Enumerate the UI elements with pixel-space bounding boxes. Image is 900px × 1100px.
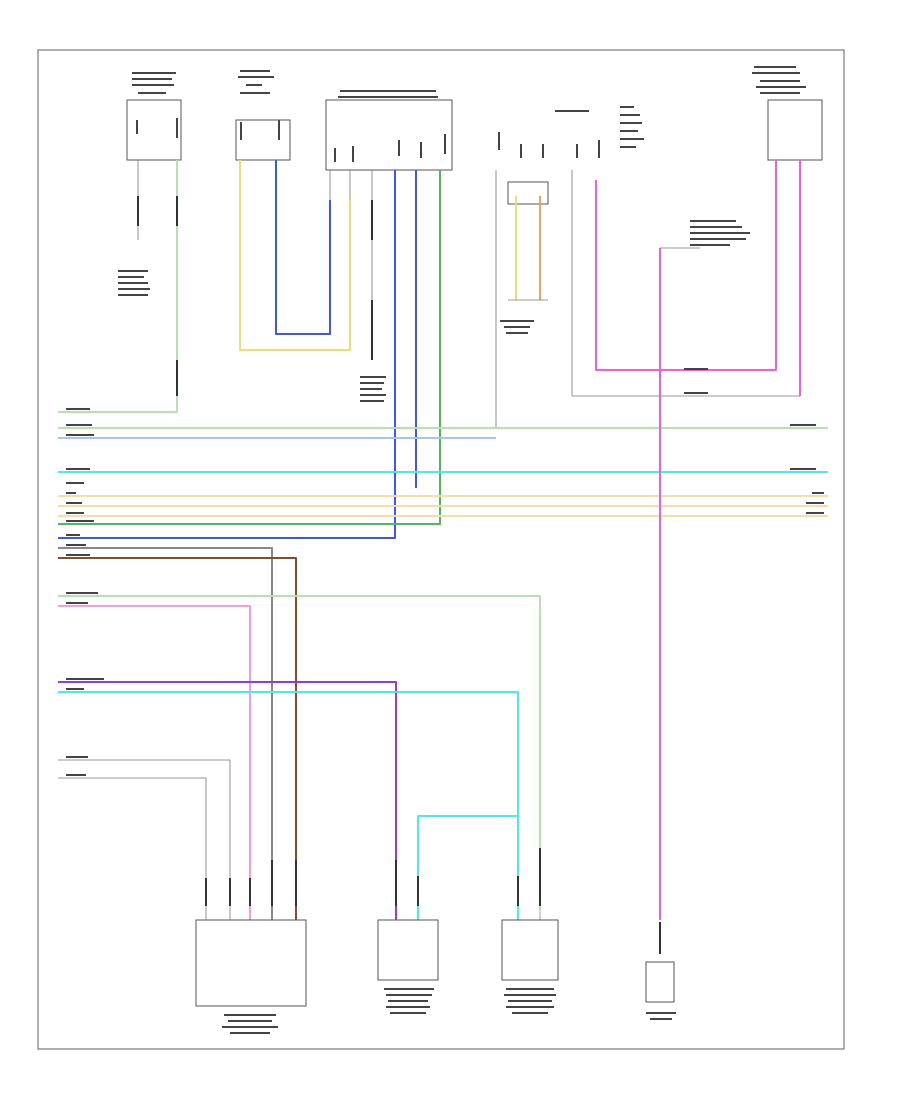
pin-labels — [118, 118, 708, 402]
bottom-center-module-2 — [501, 848, 559, 1014]
harness-bus — [58, 247, 828, 920]
bottom-right-component — [645, 922, 676, 1020]
bottom-left-module — [195, 860, 307, 1034]
bottom-center-module-1 — [377, 860, 439, 1014]
top-center-module — [325, 90, 453, 171]
center-left-connector — [235, 70, 291, 161]
bus-labels — [66, 408, 824, 776]
diagram-frame — [37, 49, 845, 1050]
upper-right-labels — [555, 106, 750, 246]
top-right-module — [752, 66, 823, 161]
upper-wires — [58, 160, 801, 539]
left-top-module — [126, 72, 182, 161]
